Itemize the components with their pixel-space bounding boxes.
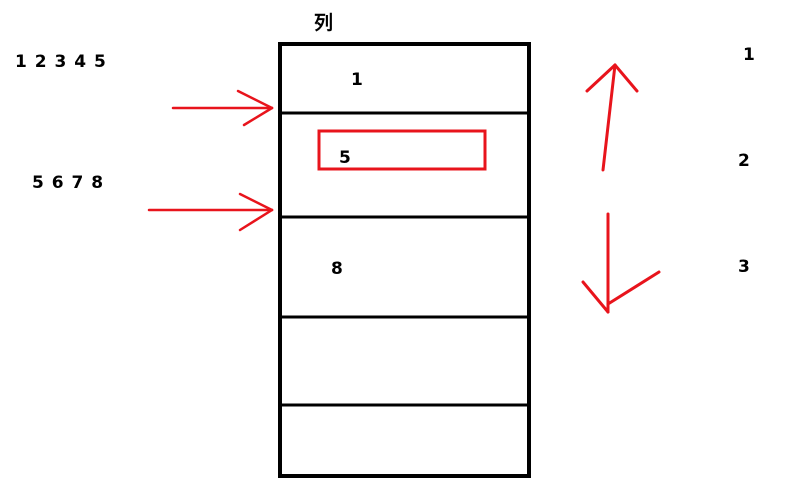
sequence-label: 1 2 3 4 5 bbox=[15, 52, 107, 72]
arrow-right-icon bbox=[171, 89, 274, 127]
arrow-up-icon bbox=[585, 63, 639, 172]
arrow-down-icon bbox=[581, 212, 661, 314]
cell-value-highlighted: 5 bbox=[339, 148, 351, 168]
highlight-box bbox=[317, 129, 487, 171]
index-label: 1 bbox=[743, 45, 755, 65]
index-label: 2 bbox=[738, 151, 750, 171]
column-box bbox=[278, 42, 531, 478]
cell-value: 8 bbox=[331, 259, 343, 279]
sequence-label: 5 6 7 8 bbox=[32, 173, 105, 193]
column-title: 列 bbox=[314, 12, 334, 34]
arrow-right-icon bbox=[147, 192, 274, 232]
index-label: 3 bbox=[738, 257, 750, 277]
cell-value: 1 bbox=[351, 70, 363, 90]
